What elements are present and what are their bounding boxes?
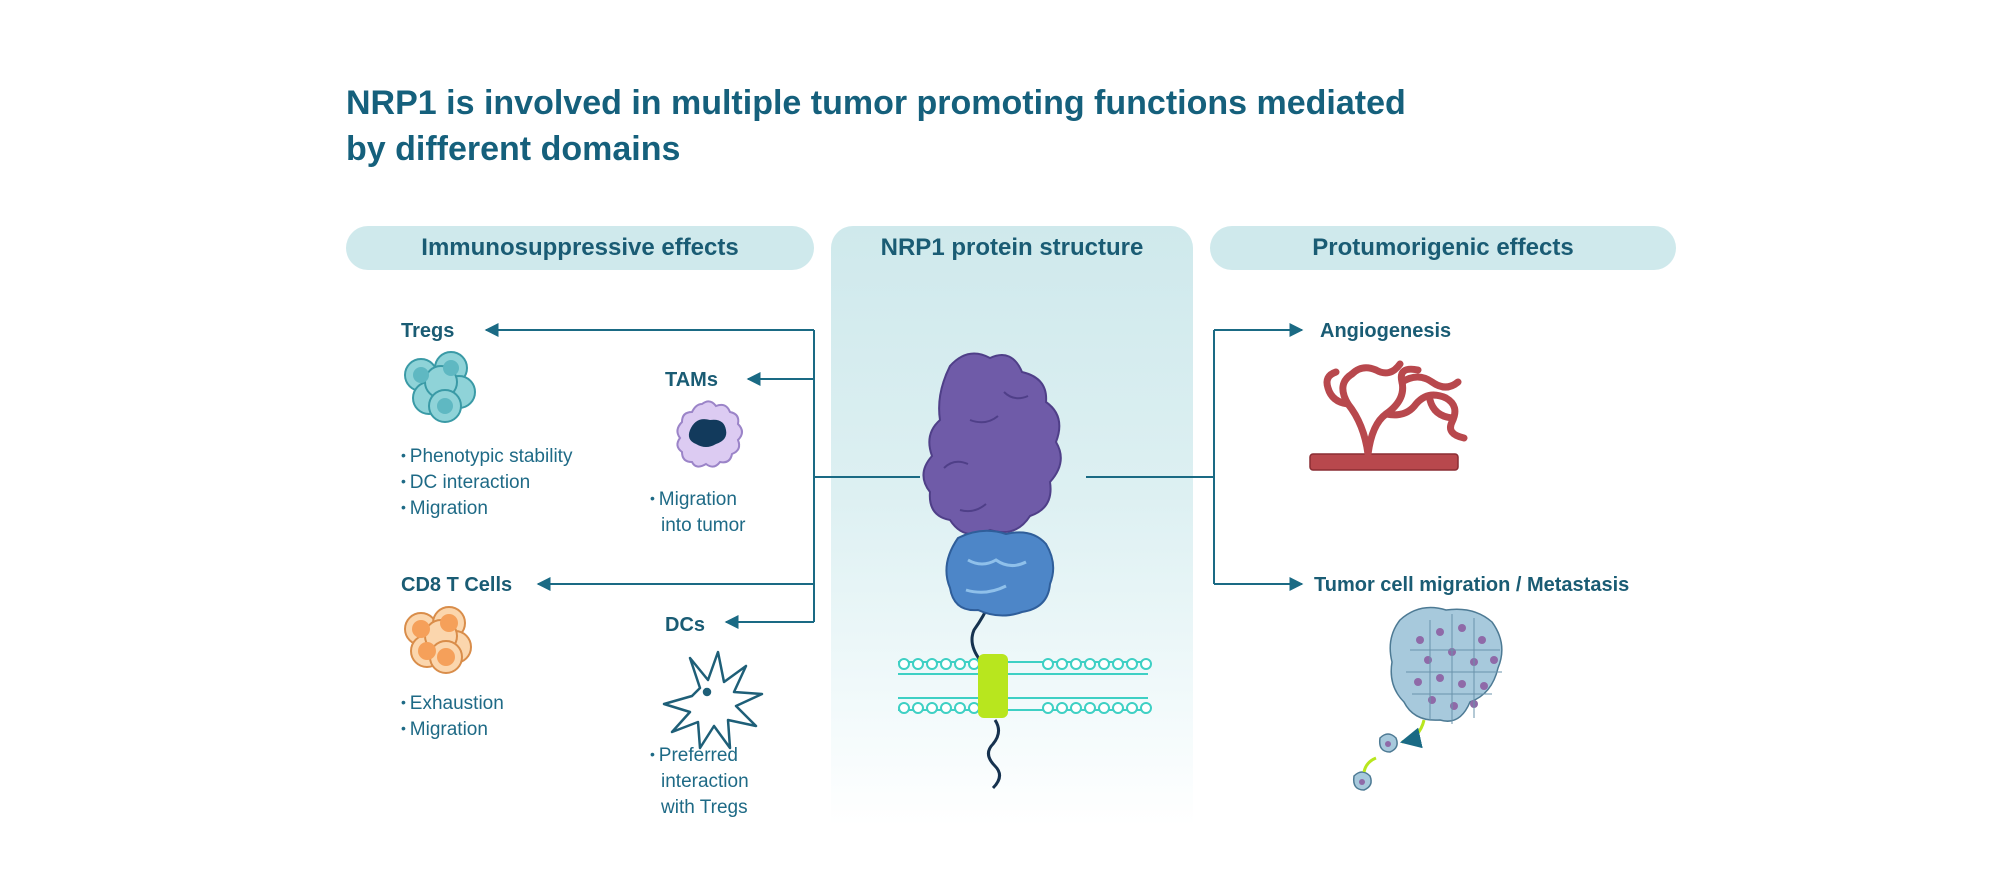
header-protumorigenic: Protumorigenic effects (1210, 226, 1676, 270)
label-tregs: Tregs (401, 320, 455, 342)
dendritic-cell-icon (662, 650, 764, 750)
cell-membrane-icon (898, 658, 1152, 714)
label-tumor-metastasis: Tumor cell migration / Metastasis (1314, 574, 1630, 596)
list-item: Migration (401, 716, 504, 742)
cd8-bullets: Exhaustion Migration (401, 690, 504, 742)
label-cd8-t-cells: CD8 T Cells (401, 574, 513, 596)
treg-cells-icon (404, 351, 476, 423)
label-angiogenesis: Angiogenesis (1320, 320, 1452, 342)
tumor-metastasis-cluster-icon (1352, 606, 1503, 791)
nrp1-protein-icon (922, 352, 1062, 790)
header-immunosuppressive: Immunosuppressive effects (346, 226, 814, 270)
list-item: Migration (401, 495, 572, 521)
left-connectors (484, 323, 920, 629)
tams-bullets: Migration into tumor (650, 486, 746, 538)
list-item: Exhaustion (401, 690, 504, 716)
list-item: Phenotypic stability (401, 443, 573, 469)
list-item: Migration (650, 486, 745, 512)
list-item: Preferred (650, 742, 749, 768)
tam-macrophage-icon (676, 400, 743, 468)
label-tams: TAMs (665, 369, 718, 391)
tregs-bullets: Phenotypic stability DC interaction Migr… (401, 443, 573, 521)
angiogenesis-vessels-icon (1309, 360, 1468, 471)
list-item: DC interaction (401, 469, 572, 495)
label-dcs: DCs (665, 614, 706, 636)
list-item: into tumor (661, 515, 746, 536)
cd8-t-cells-icon (404, 606, 472, 674)
title-line-2: by different domains (346, 130, 681, 168)
list-item: with Tregs (661, 797, 748, 818)
right-connectors (1086, 323, 1304, 591)
dcs-bullets: Preferred interaction with Tregs (650, 742, 749, 820)
list-item: interaction (661, 771, 749, 792)
title-line-1: NRP1 is involved in multiple tumor promo… (346, 84, 1406, 122)
page-title: NRP1 is involved in multiple tumor promo… (346, 80, 1546, 172)
header-protein-structure: NRP1 protein structure (880, 234, 1144, 261)
